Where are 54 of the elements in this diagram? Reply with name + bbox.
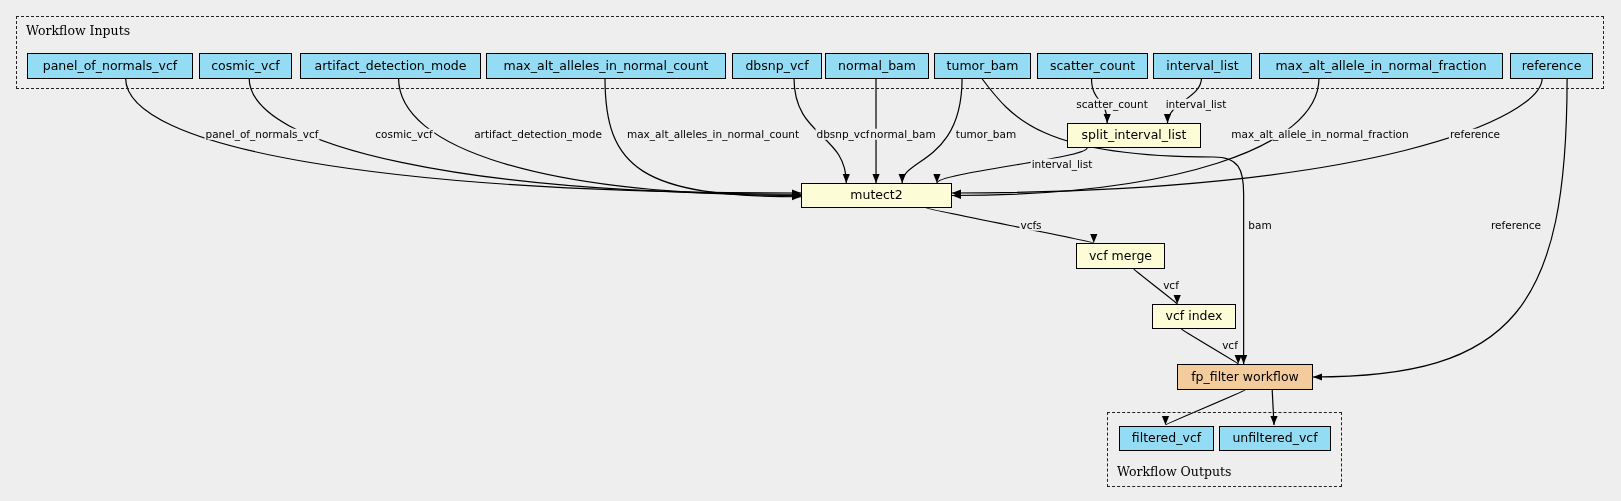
connector-arrow xyxy=(793,77,850,184)
edge-label: dbsnp_vcf xyxy=(815,128,871,140)
cluster-frame xyxy=(16,16,1604,89)
io-box: normal_bam xyxy=(825,53,929,79)
io-box: filtered_vcf xyxy=(1119,426,1214,451)
step-box: vcf merge xyxy=(1076,243,1165,269)
edge-label: tumor_bam xyxy=(954,128,1018,140)
edge-label: max_alt_alleles_in_normal_count xyxy=(625,128,801,140)
edge-label: scatter_count xyxy=(1075,98,1149,110)
io-box: scatter_count xyxy=(1037,53,1148,79)
io-box: panel_of_normals_vcf xyxy=(27,53,193,79)
edge-label: vcfs xyxy=(1019,219,1043,231)
connector-arrow xyxy=(951,77,1543,197)
edge-label: interval_list xyxy=(1030,158,1094,170)
edge-label: cosmic_vcf xyxy=(374,128,434,140)
step-box: split_interval_list xyxy=(1067,123,1201,148)
io-box: dbsnp_vcf xyxy=(732,53,822,79)
cluster-title: Workflow Outputs xyxy=(1117,465,1232,478)
edge-label: artifact_detection_mode xyxy=(473,128,603,140)
connector-arrow xyxy=(872,77,880,184)
connector-arrow xyxy=(1133,268,1178,305)
io-box: max_alt_allele_in_normal_fraction xyxy=(1259,53,1503,79)
connector-arrow xyxy=(1180,328,1239,365)
edge-label: interval_list xyxy=(1164,98,1228,110)
io-box: reference xyxy=(1510,53,1593,79)
step-box: vcf index xyxy=(1152,304,1236,329)
io-box: cosmic_vcf xyxy=(199,53,292,79)
edge-label: max_alt_allele_in_normal_fraction xyxy=(1230,128,1410,140)
connector-arrow xyxy=(248,77,802,198)
connector-arrow xyxy=(951,77,1320,199)
io-box: interval_list xyxy=(1153,53,1252,79)
edge-label: reference xyxy=(1489,219,1543,231)
cluster-title: Workflow Inputs xyxy=(26,25,131,38)
connector-arrow xyxy=(1270,389,1278,426)
io-box: unfiltered_vcf xyxy=(1219,426,1331,451)
connector-arrow xyxy=(125,77,802,197)
edge-label: normal_bam xyxy=(869,128,937,140)
connector-arrow xyxy=(900,77,963,184)
io-box: tumor_bam xyxy=(934,53,1031,79)
subworkflow-box: fp_filter workflow xyxy=(1177,364,1313,390)
io-box: max_alt_alleles_in_normal_count xyxy=(486,53,726,79)
edge-label: vcf xyxy=(1221,339,1239,351)
edge-label: panel_of_normals_vcf xyxy=(204,128,320,140)
step-box: mutect2 xyxy=(801,183,952,208)
edge-label: bam xyxy=(1247,219,1273,231)
cluster-frame xyxy=(1107,412,1342,487)
connector-arrow xyxy=(980,77,1248,365)
connector-arrow xyxy=(1312,77,1568,381)
io-box: artifact_detection_mode xyxy=(300,53,481,79)
connector-arrow xyxy=(397,77,802,199)
edge-label: vcf xyxy=(1162,279,1180,291)
connector-arrow xyxy=(604,77,802,201)
connector-arrow xyxy=(1164,389,1246,426)
edge-label: reference xyxy=(1448,128,1502,140)
